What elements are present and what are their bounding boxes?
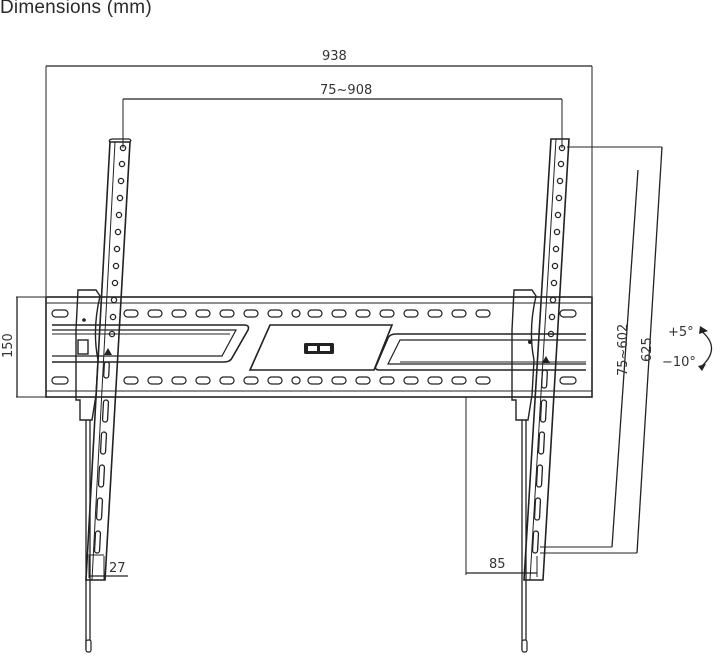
label-tilt-up: +5° xyxy=(668,325,694,340)
dim-vertical: 75~602 625 xyxy=(540,146,663,554)
label-wall-profile: 27 xyxy=(109,561,126,576)
dim-vesa-horizontal: 75~908 xyxy=(122,83,563,148)
bubble-level-icon xyxy=(304,343,334,354)
dim-max-depth: 85 xyxy=(465,397,538,577)
diagram-title: Dimensions (mm) xyxy=(0,0,152,18)
dim-plate-height: 150 xyxy=(1,296,46,398)
label-arm-length: 625 xyxy=(640,337,655,362)
label-max-depth: 85 xyxy=(489,557,506,572)
dim-wall-profile: 27 xyxy=(86,554,128,580)
label-plate-height: 150 xyxy=(1,333,16,358)
tilt-arc-arrow-icon xyxy=(699,329,713,367)
bottom-slot-row xyxy=(51,376,577,385)
tilt-range: +5° −10° xyxy=(662,325,713,371)
label-vesa-horizontal: 75~908 xyxy=(320,83,372,98)
label-tilt-down: −10° xyxy=(662,355,696,370)
label-overall-width: 938 xyxy=(322,49,347,64)
right-arm xyxy=(511,138,570,653)
wall-plate xyxy=(45,296,593,398)
label-vesa-vertical: 75~602 xyxy=(616,324,631,376)
dim-overall-width: 938 xyxy=(45,49,593,296)
top-slot-row xyxy=(51,309,577,318)
left-arm xyxy=(75,138,132,653)
